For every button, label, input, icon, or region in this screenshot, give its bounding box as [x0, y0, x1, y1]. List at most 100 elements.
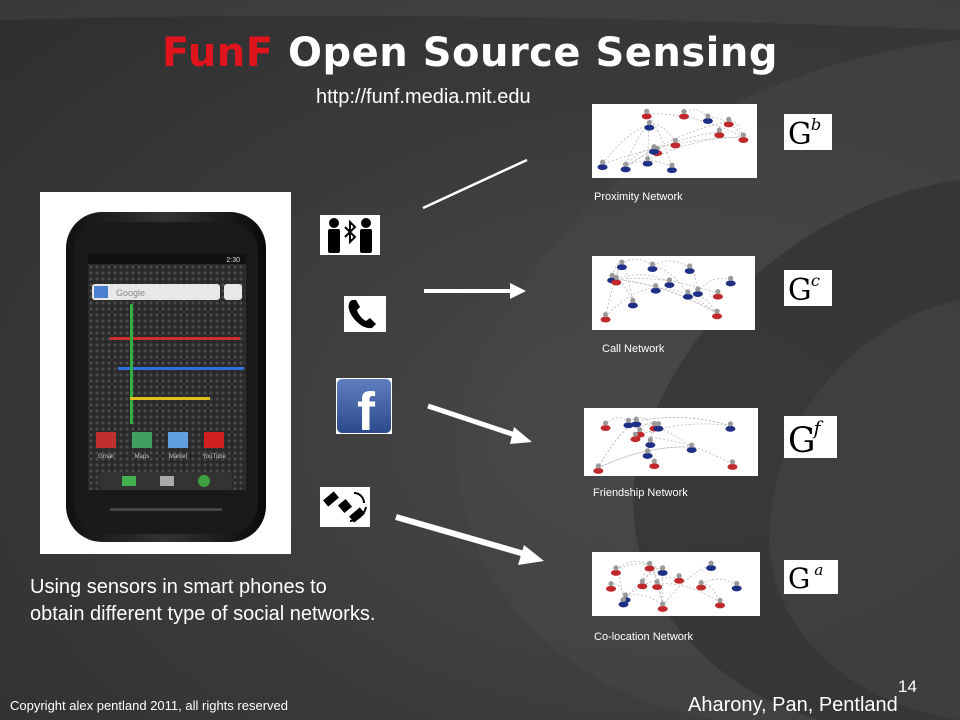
app-label-youtube: YouTube [202, 454, 226, 460]
network-node [725, 275, 736, 287]
network-node [606, 581, 617, 592]
network-edge [625, 594, 663, 607]
colocation-arrow [395, 514, 544, 565]
call-network-label: Call Network [602, 343, 665, 355]
g-symbol-superscript: b [811, 115, 821, 134]
network-edge [625, 577, 680, 598]
network-edge [657, 583, 721, 603]
network-node [657, 565, 668, 576]
friendship-network-graph [584, 408, 758, 476]
network-edge [636, 416, 731, 427]
network-edge [646, 113, 673, 168]
friendship-arrow [427, 403, 532, 444]
network-node [738, 132, 749, 143]
network-node [641, 108, 652, 120]
network-edge [598, 446, 692, 469]
colocation-network-label: Co-location Network [594, 631, 694, 643]
proximity-link-line [422, 158, 528, 210]
network-node [593, 463, 604, 474]
network-node [600, 420, 611, 432]
network-node [684, 263, 695, 274]
network-node [686, 442, 697, 454]
title-accent: FunF [161, 30, 274, 76]
network-edge [697, 278, 731, 292]
network-node [682, 289, 693, 300]
phone-clock: 2:30 [226, 257, 240, 264]
network-node [715, 597, 726, 609]
proximity-network-graph [592, 104, 757, 178]
gps-satellite-icon [320, 487, 370, 527]
copyright-notice: Copyright alex pentland 2011, all rights… [10, 698, 288, 713]
network-node [610, 565, 621, 576]
network-edge [598, 446, 692, 469]
page-number: 14 [898, 677, 917, 696]
network-edge [635, 435, 733, 465]
bluetooth-proximity-icon [320, 215, 380, 255]
network-node [657, 601, 668, 612]
g-symbol-letter: G [788, 562, 810, 594]
g-symbol-letter: G [788, 421, 816, 458]
network-node [692, 286, 703, 297]
network-node [618, 596, 629, 608]
slide-title: FunF Open Source Sensing [0, 30, 940, 76]
network-node [712, 289, 723, 300]
network-node [696, 579, 707, 591]
network-node [642, 156, 653, 167]
network-node [637, 578, 648, 590]
network-edge [615, 563, 663, 571]
g-symbol-letter: G [788, 117, 812, 150]
network-node [702, 113, 713, 124]
call-arrow [424, 283, 526, 299]
network-node [616, 259, 627, 271]
network-node [644, 119, 655, 131]
network-edge [652, 265, 689, 295]
network-node [670, 137, 681, 149]
g-symbol-superscript: a [814, 561, 823, 579]
network-node [620, 161, 631, 173]
proximity-network-label: Proximity Network [594, 191, 683, 203]
g-symbol-superscript: f [812, 417, 824, 439]
app-label-maps: Maps [135, 454, 150, 460]
network-node [723, 116, 734, 128]
caption-line-1: Using sensors in smart phones to [30, 576, 327, 598]
network-edge [625, 121, 729, 167]
network-edge [616, 279, 718, 314]
title-rest: Open Source Sensing [273, 30, 778, 76]
network-edge [615, 561, 650, 571]
network-edge [616, 274, 670, 283]
network-node [674, 573, 685, 584]
network-edge [647, 124, 650, 161]
facebook-glyph: f [357, 382, 376, 434]
facebook-icon: f [336, 378, 392, 442]
network-node [648, 144, 659, 155]
network-node [731, 580, 742, 592]
network-edge [649, 565, 664, 607]
network-edge [652, 260, 690, 269]
phone-call-icon [344, 296, 386, 332]
network-node [714, 127, 725, 139]
network-edge [621, 258, 653, 267]
network-node [706, 560, 717, 572]
network-edge [602, 124, 650, 165]
slide-caption: Using sensors in smart phones to obtain … [30, 574, 375, 628]
colocation-network-graph [592, 552, 760, 616]
network-node [623, 417, 634, 429]
g-symbol-superscript: c [811, 271, 820, 290]
network-edge [605, 417, 629, 426]
network-node [712, 308, 723, 320]
network-node [653, 421, 664, 432]
network-node [627, 297, 638, 309]
app-label-market: Market [169, 454, 188, 460]
friendship-network-label: Friendship Network [593, 487, 688, 499]
network-node [649, 458, 660, 470]
network-node [666, 162, 677, 174]
network-node [600, 311, 611, 323]
authors: Aharony, Pan, Pentland [688, 694, 898, 716]
network-edge [687, 293, 718, 314]
network-edge [625, 149, 658, 167]
network-edge [602, 136, 744, 165]
